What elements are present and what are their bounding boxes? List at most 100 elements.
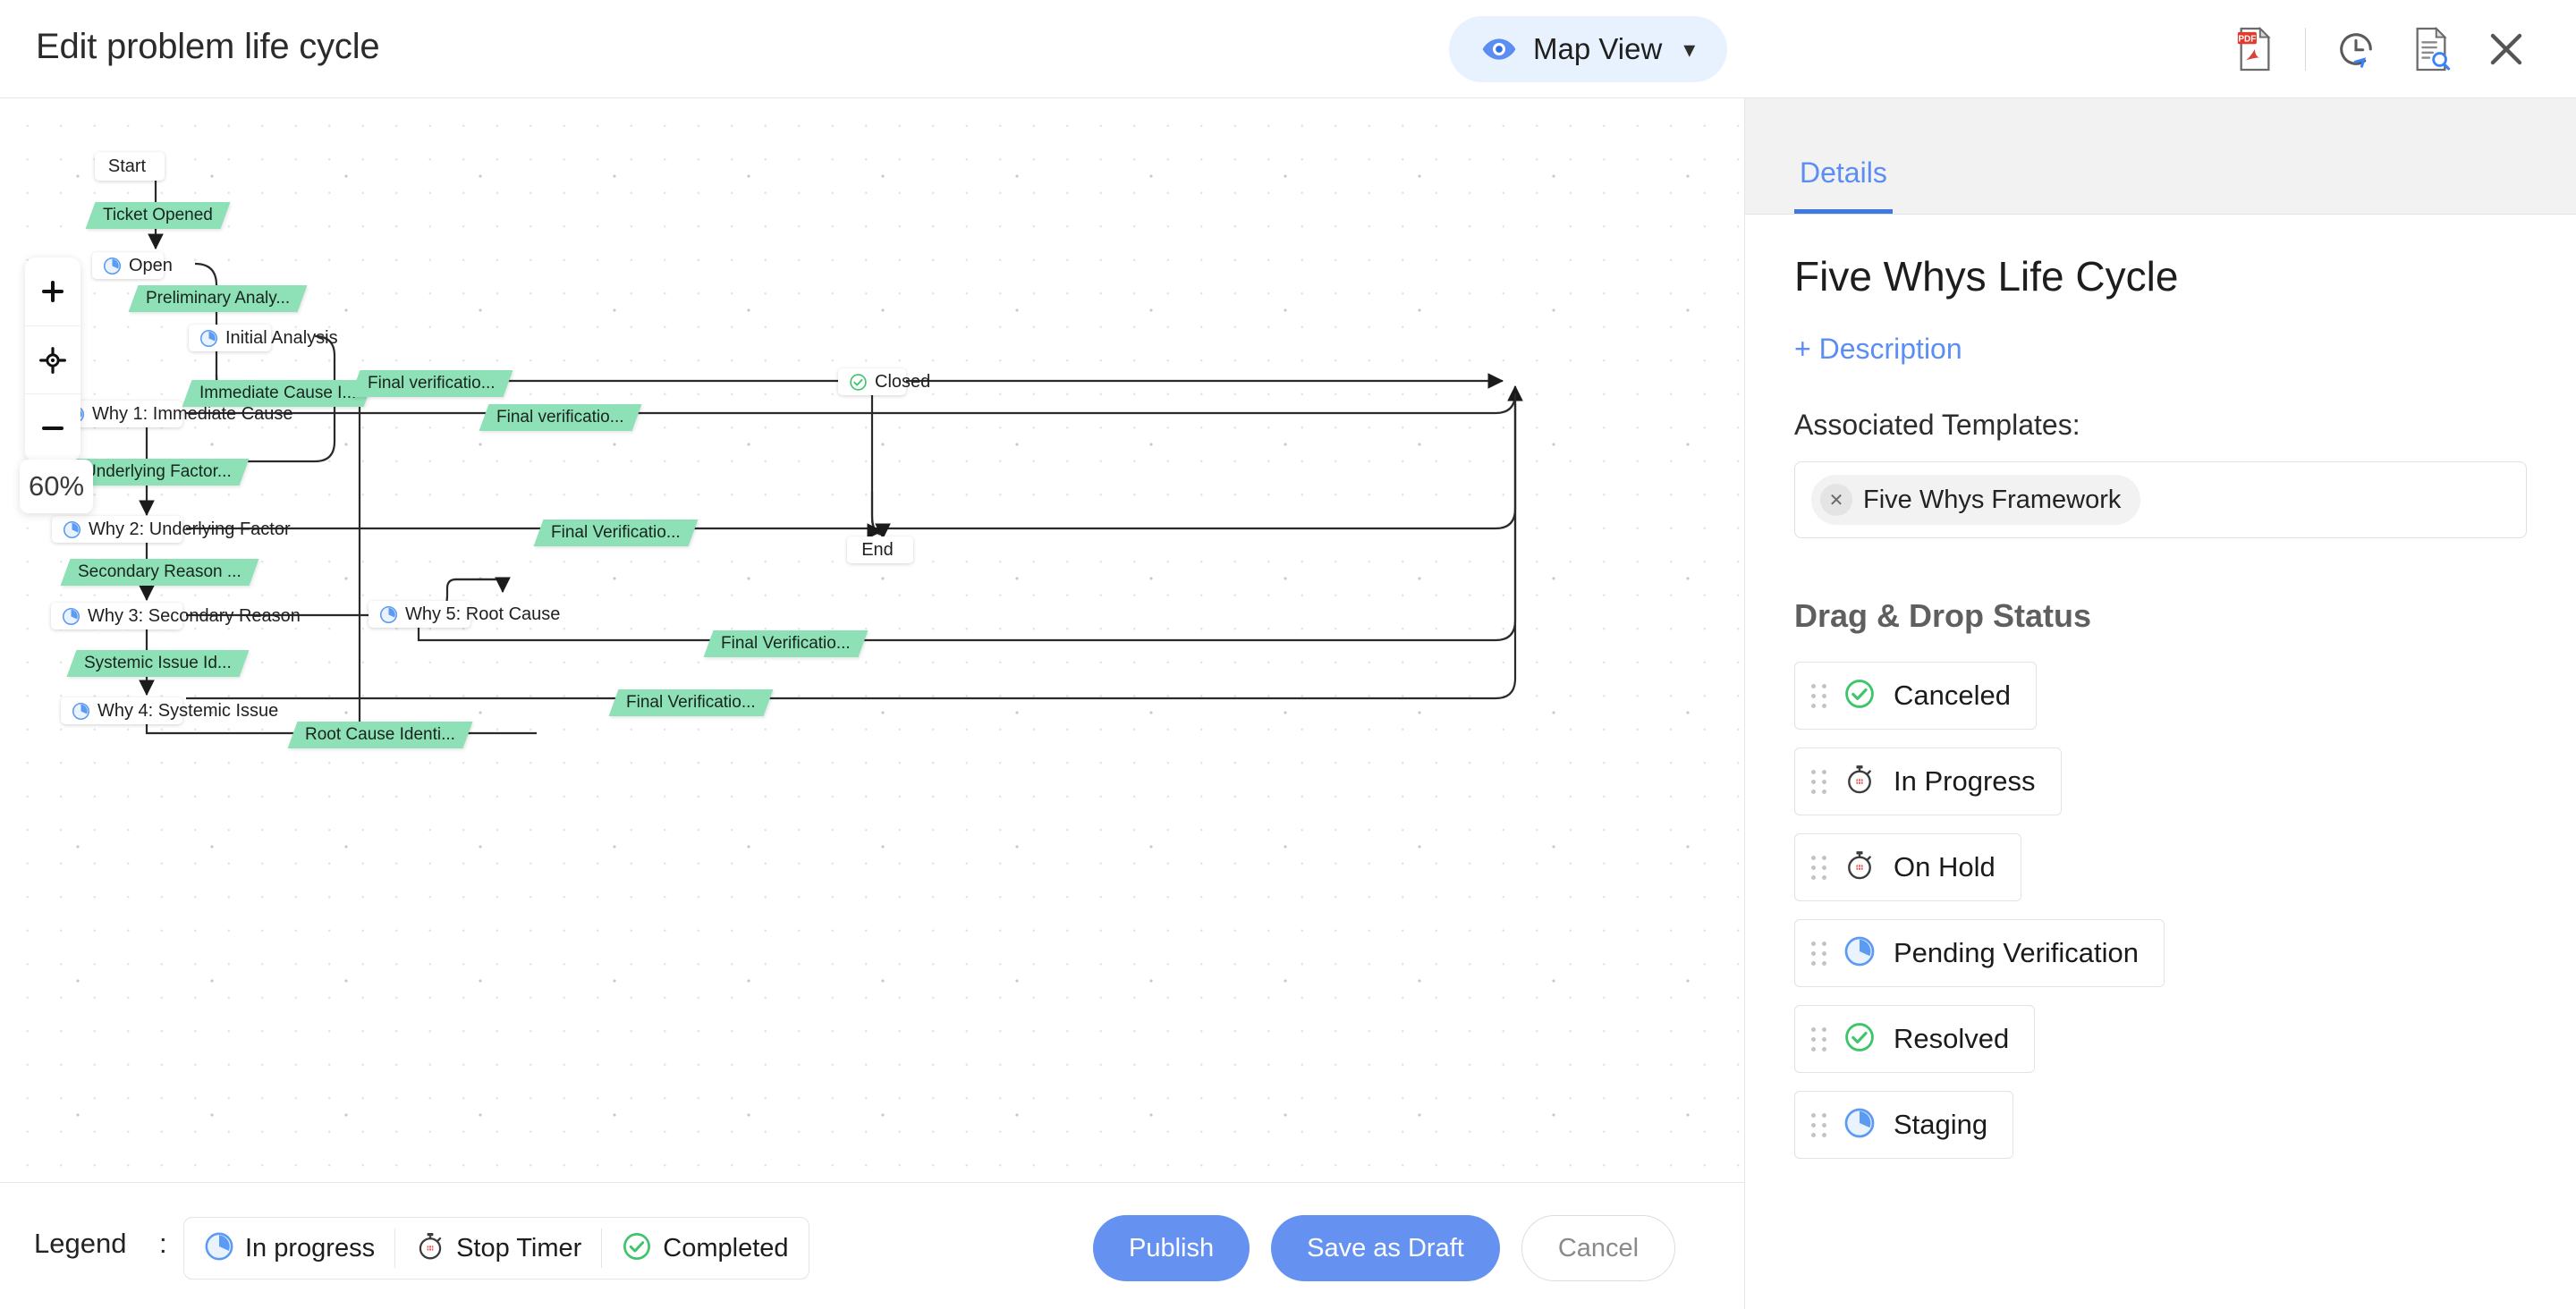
edge-label[interactable]: Final Verificatio... — [533, 519, 699, 546]
legend-box: In progress Stop Timer Completed — [183, 1217, 809, 1279]
flow-node-why3[interactable]: Why 3: Secondary Reason — [51, 603, 301, 629]
in-progress-pie-icon — [103, 257, 122, 275]
template-chip-label: Five Whys Framework — [1863, 485, 2122, 514]
edge-label[interactable]: Ticket Opened — [85, 202, 231, 229]
zoom-controls[interactable] — [25, 258, 80, 461]
panel-tabs: Details — [1745, 98, 2576, 215]
add-description-link[interactable]: + Description — [1794, 333, 1962, 365]
stopwatch-icon — [415, 1231, 445, 1266]
close-icon[interactable] — [2469, 12, 2544, 87]
flow-node-why2[interactable]: Why 2: Underlying Factor — [52, 516, 291, 543]
edge-label-text: Root Cause Identi... — [305, 725, 455, 744]
edge-label[interactable]: Final verificatio... — [350, 370, 513, 397]
edge-label-text: Ticket Opened — [103, 206, 213, 224]
flow-edges — [139, 181, 1523, 735]
drag-handle-icon[interactable] — [1811, 1111, 1826, 1138]
drag-handle-icon[interactable] — [1811, 854, 1826, 881]
edge-label[interactable]: Secondary Reason ... — [60, 559, 259, 586]
details-panel: Details Five Whys Life Cycle + Descripti… — [1744, 98, 2576, 1309]
in-progress-pie-icon — [1843, 1107, 1876, 1144]
status-item-on-hold[interactable]: On Hold — [1794, 833, 2021, 901]
flow-node-label: Open — [129, 255, 173, 275]
drag-handle-icon[interactable] — [1811, 940, 1826, 967]
flow-node-label: Why 3: Secondary Reason — [88, 605, 301, 626]
status-item-label: In Progress — [1894, 765, 2036, 797]
drag-handle-icon[interactable] — [1811, 1026, 1826, 1052]
chevron-down-icon: ▾ — [1683, 35, 1696, 63]
legend-item-label: In progress — [245, 1233, 376, 1263]
panel-body: Five Whys Life Cycle + Description Assoc… — [1745, 215, 2576, 1177]
edge-label-text: Preliminary Analy... — [146, 289, 291, 308]
stopwatch-icon — [1843, 849, 1876, 886]
flow-node-end[interactable]: End — [847, 536, 913, 563]
edge-label-text: Final Verificatio... — [626, 693, 756, 712]
recenter-button[interactable] — [25, 325, 80, 393]
status-item-label: Pending Verification — [1894, 937, 2140, 968]
edge-label-text: Final Verificatio... — [551, 523, 681, 542]
edge-label[interactable]: Immediate Cause I... — [182, 380, 374, 407]
status-item-label: On Hold — [1894, 851, 1996, 883]
cancel-button[interactable]: Cancel — [1521, 1215, 1676, 1281]
tab-details[interactable]: Details — [1794, 156, 1893, 214]
status-item-canceled[interactable]: Canceled — [1794, 662, 2037, 730]
footer-actions: Publish Save as Draft Cancel — [1093, 1215, 1676, 1281]
stopwatch-icon — [1843, 764, 1876, 800]
edge-label[interactable]: Underlying Factor... — [66, 459, 250, 486]
edge-label[interactable]: Final Verificatio... — [703, 630, 869, 657]
flow-node-label: Why 2: Underlying Factor — [89, 519, 291, 539]
edge-label[interactable]: Final Verificatio... — [608, 689, 774, 716]
page-title: Edit problem life cycle — [36, 27, 380, 66]
export-pdf-icon[interactable]: PDF — [2217, 12, 2292, 87]
flow-node-label: Why 4: Systemic Issue — [97, 700, 279, 721]
legend-item: Stop Timer — [394, 1229, 601, 1268]
close-icon[interactable]: ✕ — [1820, 484, 1852, 516]
flow-node-start[interactable]: Start — [95, 152, 165, 181]
flow-node-closed[interactable]: Closed — [838, 368, 930, 395]
edge-label[interactable]: Systemic Issue Id... — [66, 650, 250, 677]
status-item-label: Resolved — [1894, 1023, 2010, 1054]
status-item-resolved[interactable]: Resolved — [1794, 1005, 2036, 1073]
template-chip[interactable]: ✕ Five Whys Framework — [1811, 475, 2141, 525]
save-as-draft-button[interactable]: Save as Draft — [1271, 1215, 1500, 1281]
map-view-button[interactable]: Map View ▾ — [1449, 16, 1728, 82]
flow-node-open[interactable]: Open — [92, 252, 173, 279]
flow-node-label: Why 5: Root Cause — [405, 604, 561, 624]
edge-label[interactable]: Final verificatio... — [479, 404, 642, 431]
flow-node-why5[interactable]: Why 5: Root Cause — [369, 601, 560, 628]
associated-templates-field[interactable]: ✕ Five Whys Framework — [1794, 461, 2527, 538]
edge-label-text: Final verificatio... — [368, 374, 496, 393]
legend-colon: : — [159, 1228, 167, 1259]
check-circle-icon — [1843, 1021, 1876, 1058]
status-item-pending-verification[interactable]: Pending Verification — [1794, 919, 2165, 987]
edge-label-text: Underlying Factor... — [84, 462, 232, 481]
in-progress-pie-icon — [204, 1231, 234, 1266]
legend-item-label: Completed — [663, 1233, 789, 1263]
header-actions: PDF — [2217, 0, 2544, 98]
in-progress-pie-icon — [379, 605, 398, 624]
status-item-in-progress[interactable]: In Progress — [1794, 747, 2062, 815]
zoom-out-button[interactable] — [25, 393, 80, 461]
edge-label[interactable]: Root Cause Identi... — [287, 722, 473, 748]
flow-node-label: Closed — [875, 371, 931, 392]
publish-button[interactable]: Publish — [1093, 1215, 1250, 1281]
flow-node-initial[interactable]: Initial Analysis — [189, 325, 338, 351]
flow-node-label: Initial Analysis — [225, 327, 338, 348]
flow-node-label: Start — [107, 156, 147, 176]
edge-label[interactable]: Preliminary Analy... — [128, 285, 308, 312]
app-header: Edit problem life cycle Map View ▾ PDF — [0, 0, 2576, 98]
in-progress-pie-icon — [63, 520, 81, 539]
header-divider — [2305, 28, 2306, 71]
zoom-in-button[interactable] — [25, 258, 80, 325]
document-search-icon[interactable] — [2394, 12, 2469, 87]
in-progress-pie-icon — [1843, 935, 1876, 972]
status-item-staging[interactable]: Staging — [1794, 1091, 2014, 1159]
drag-handle-icon[interactable] — [1811, 768, 1826, 795]
check-circle-icon — [622, 1231, 652, 1266]
history-icon[interactable] — [2318, 12, 2394, 87]
edge-label-text: Immediate Cause I... — [199, 384, 357, 402]
flow-node-why4[interactable]: Why 4: Systemic Issue — [61, 697, 278, 724]
drag-handle-icon[interactable] — [1811, 682, 1826, 709]
